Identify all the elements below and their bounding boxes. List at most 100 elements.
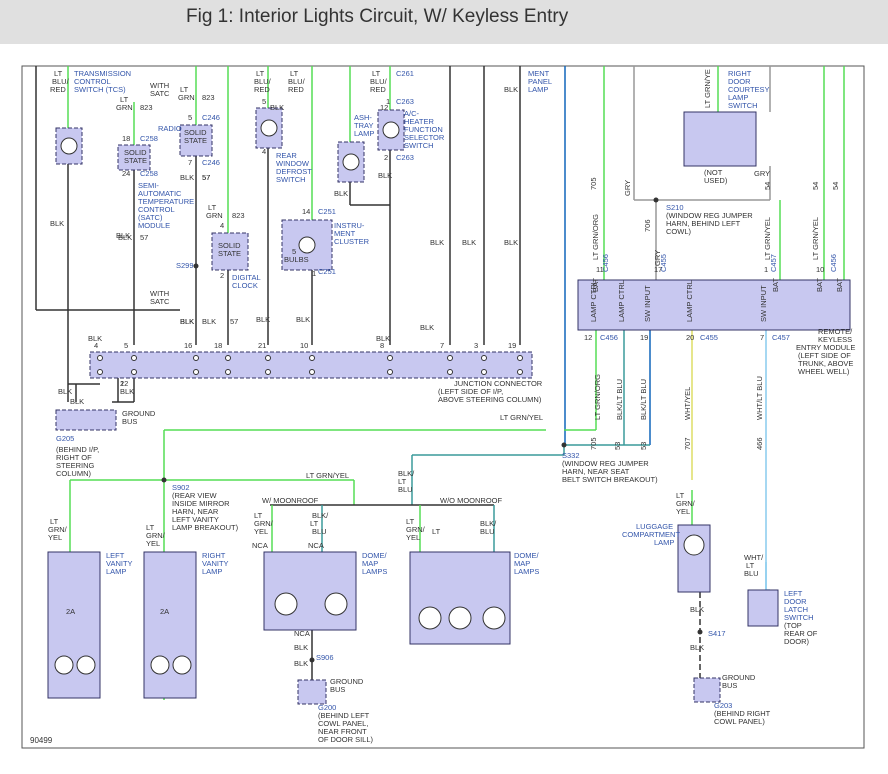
label-bl3: BLU [398,485,413,494]
label-n707: 707 [683,437,692,450]
label-gry1: GRY [623,180,632,196]
label-g203: G203 [714,701,732,710]
label-rdc4: LAMP [728,93,748,102]
label-dml3: LAMPS [362,567,387,576]
label-ash2: TRAY [354,121,373,130]
label-g200a: (BEHIND LEFT [318,711,370,720]
label-ac8: C263 [396,153,414,162]
label-ipb: BLK [504,85,518,94]
label-wdl3: LAMPS [514,567,539,576]
label-s210: S210 [666,203,684,212]
label-dm7: BLK [294,643,308,652]
label-rk6: WHEEL WELL) [798,367,850,376]
label-rv2: GRN/ [146,531,166,540]
label-bat2: BAT [771,278,780,292]
label-semi4: CONTROL [138,205,175,214]
label-rk1: REMOTE/ [818,327,853,336]
label-g205: G205 [56,434,74,443]
label-p1: 1 [120,379,124,388]
label-ash1: ASH- [354,113,372,122]
label-acs1: A/C- [404,109,420,118]
label-s332: S332 [562,451,580,460]
label-lb2: BLU/ [288,77,306,86]
page-title: Fig 1: Interior Lights Circuit, W/ Keyle… [186,6,569,27]
label-n53a: 53 [613,442,622,450]
label-b7: BLK [376,334,390,343]
label-b10: BLK [504,238,518,247]
label-v2: GRY [653,250,662,266]
label-b16: BLK [420,323,434,332]
label-p8: 8 [380,341,384,350]
label-ac6: C263 [396,97,414,106]
dome-map-lamps-moonroof [263,551,357,631]
ground-bus-g203 [693,677,721,703]
label-rv7: 2A [160,607,169,616]
label-ip2: PANEL [528,77,552,86]
diagram-frame [21,65,865,749]
label-ic4: MENT [334,229,356,238]
label-k20: 20 [686,333,694,342]
label-g200c: NEAR FRONT [318,727,367,736]
label-nca3: NCA [294,629,310,638]
label-rwd1: REAR [276,151,297,160]
label-rv4: RIGHT [202,551,226,560]
label-n53b: 53 [639,442,648,450]
label-wm: W/ MOONROOF [262,496,319,505]
label-wd4: LT [432,527,441,536]
label-ic3: INSTRU- [334,221,365,230]
label-ic5: CLUSTER [334,237,370,246]
label-b2: BLK [116,231,130,240]
junction-pins [97,355,523,375]
label-satc_w3: WITH [150,289,169,298]
label-s332a: (WINDOW REG JUMPER [562,459,649,468]
label-acs5: SWITCH [404,141,434,150]
label-ic8: 1 [312,269,316,278]
label-gb4: BUS [330,685,345,694]
label-c457b: C457 [772,333,790,342]
label-c12: C258 [140,134,158,143]
splices [161,197,703,663]
label-ic9: C251 [318,267,336,276]
label-b4: BLK [202,317,216,326]
label-dm5: LT [310,519,319,528]
label-satc_w4: SATC [150,297,170,306]
label-p5: 5 [124,341,128,350]
label-ac7: 2 [384,153,388,162]
title-bar: Fig 1: Interior Lights Circuit, W/ Keyle… [0,0,888,44]
left-door-latch-switch [747,589,779,627]
label-jc2: (LEFT SIDE OF I/P, [438,387,503,396]
label-r2: GRN [178,93,195,102]
label-b12: BLK [58,387,72,396]
label-k11: 11 [596,265,604,274]
label-r10: 57 [202,173,210,182]
label-lds4: SWITCH [784,613,814,622]
label-g200b: COWL PANEL, [318,719,368,728]
label-v4: LT GRN/YEL [811,217,820,260]
label-dc1: LT [208,203,217,212]
label-rk4: (LEFT SIDE OF [798,351,851,360]
left-vanity-lamp [47,551,101,699]
label-c456b: C456 [829,254,838,272]
label-semi6: MODULE [138,221,170,230]
label-ld1: WHT/ [744,553,764,562]
label-rv6: LAMP [202,567,222,576]
label-dc2: GRN [206,211,223,220]
label-lw2: BLK/LT BLU [615,379,624,420]
label-c16: C258 [140,169,158,178]
label-wd2: GRN/ [406,525,426,534]
label-rd4: GRY [754,169,770,178]
label-lb3: RED [288,85,304,94]
label-k19: 19 [640,333,648,342]
label-ac2: BLU/ [370,77,388,86]
label-p19: 19 [508,341,516,350]
label-lds6: REAR OF [784,629,818,638]
label-s902: S902 [172,483,190,492]
label-gb2: BUS [122,417,137,426]
label-g200: G200 [318,703,336,712]
label-tcs2: CONTROL [74,77,111,86]
label-n705b: 705 [589,437,598,450]
label-r7: 7 [188,158,192,167]
label-dc5: 2 [220,271,224,280]
label-s902a: (REAR VIEW [172,491,218,500]
label-k1: 1 [764,265,768,274]
